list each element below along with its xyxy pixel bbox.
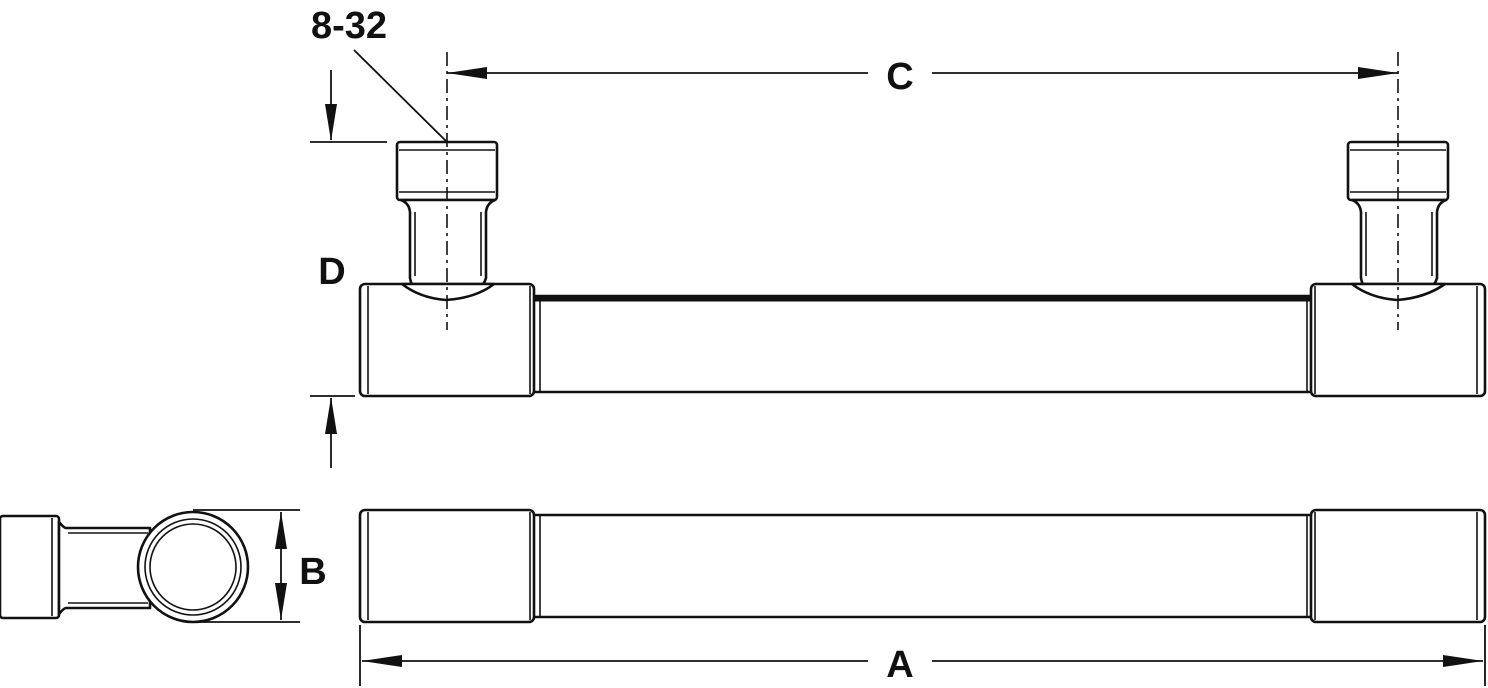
dimension-c: C xyxy=(447,56,1398,98)
thread-leader-line xyxy=(353,49,448,143)
arrow-right-icon xyxy=(1358,67,1398,79)
side-post-stem xyxy=(57,520,152,616)
arrow-down-icon xyxy=(325,104,337,141)
side-threaded-insert xyxy=(0,514,61,620)
arrow-left-icon xyxy=(447,67,487,79)
dimension-d: D xyxy=(310,70,387,468)
label-d: D xyxy=(318,251,345,293)
thread-callout: 8-32 xyxy=(311,5,448,143)
dimension-b: B xyxy=(193,509,327,623)
label-c: C xyxy=(886,56,913,98)
label-a: A xyxy=(886,644,913,686)
arrow-up-icon xyxy=(275,512,287,549)
top-bar xyxy=(531,513,1316,619)
arrow-right-icon xyxy=(1443,655,1483,667)
top-view xyxy=(358,508,1487,624)
arrow-up-icon xyxy=(325,397,337,434)
label-b: B xyxy=(299,551,326,593)
bar-end-circle xyxy=(136,510,250,624)
front-view xyxy=(358,52,1487,398)
arrow-left-icon xyxy=(362,655,402,667)
arrow-down-icon xyxy=(275,583,287,620)
top-left-end-cap xyxy=(358,508,536,624)
dimension-a: A xyxy=(359,625,1486,686)
side-view xyxy=(0,510,250,624)
front-bar xyxy=(531,294,1316,394)
top-right-end-cap xyxy=(1309,508,1487,624)
label-thread: 8-32 xyxy=(311,5,387,47)
